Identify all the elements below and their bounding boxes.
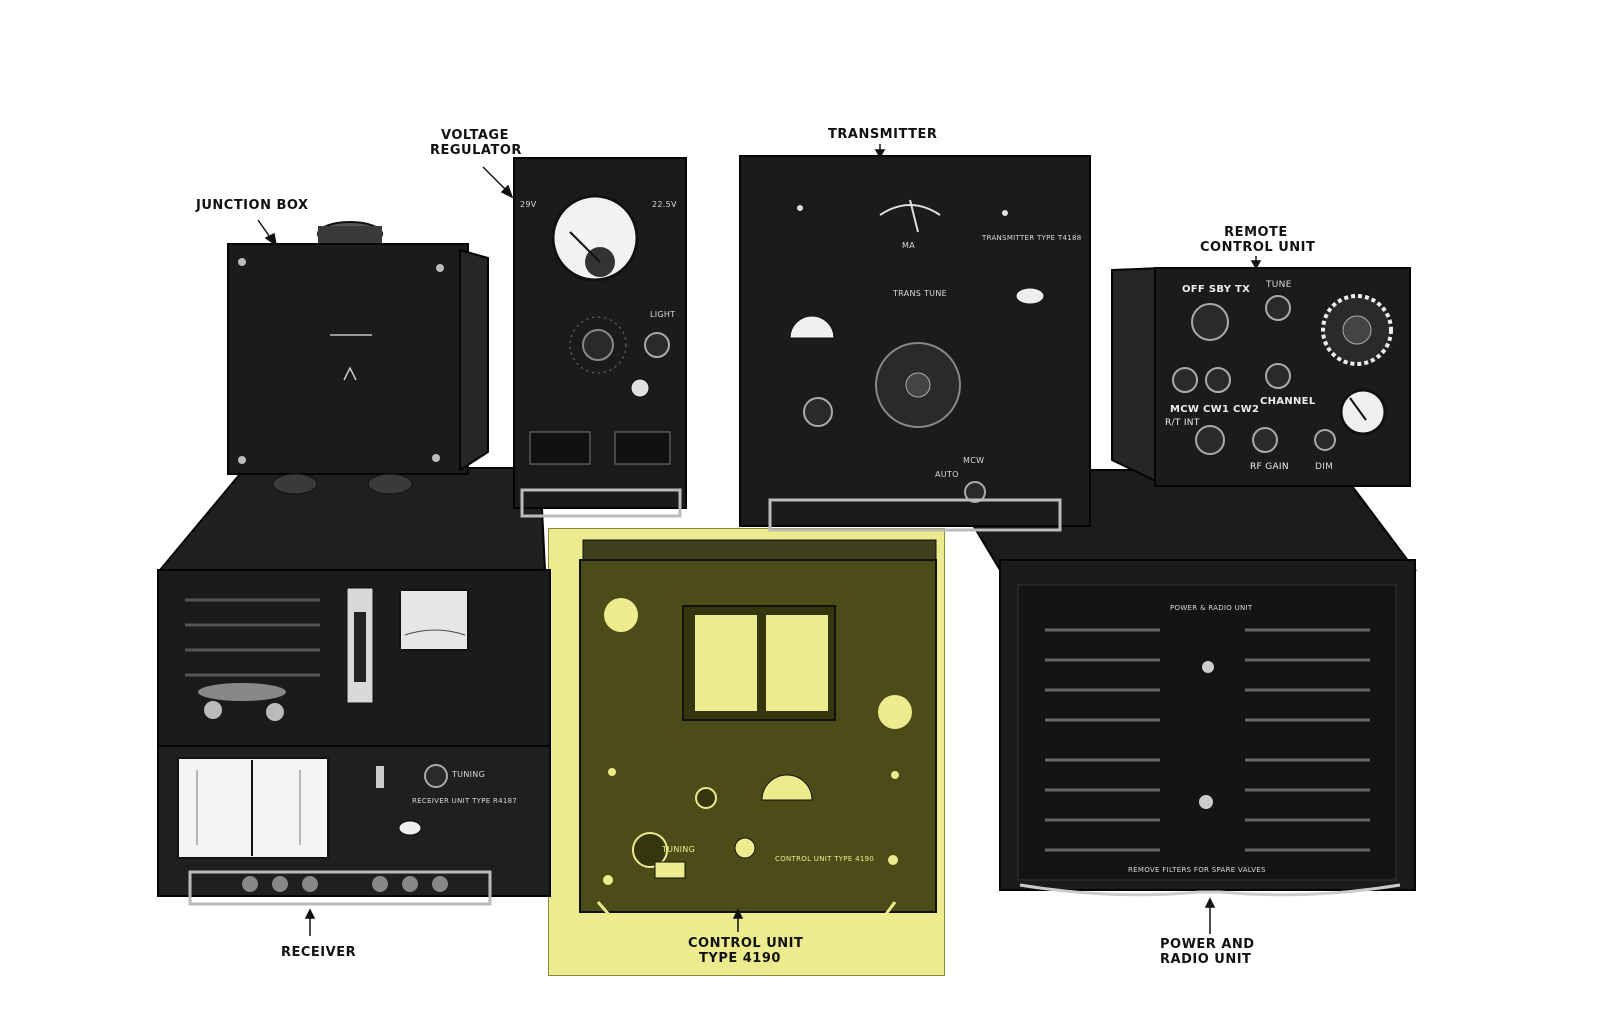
tx-trans-tune: TRANS TUNE (893, 289, 947, 298)
junction-box-unit (227, 221, 489, 495)
receiver-unit (157, 569, 551, 906)
tx-type: TRANSMITTER TYPE T4188 (982, 234, 1082, 242)
rc-tune: TUNE (1266, 280, 1292, 290)
chassis-tops (157, 467, 1417, 571)
tx-ma: MA (902, 241, 915, 250)
label-receiver: RECEIVER (281, 945, 357, 960)
label-control-unit: CONTROL UNIT TYPE 4190 (688, 936, 804, 966)
label-voltage-regulator: VOLTAGE REGULATOR (430, 128, 522, 158)
vr-right-voltage: 22.5V (652, 200, 677, 209)
rc-channel: CHANNEL (1260, 396, 1316, 407)
rc-off-sby-tx: OFF SBY TX (1182, 284, 1251, 295)
label-power-radio-unit: POWER AND RADIO UNIT (1160, 937, 1255, 967)
rc-rf-gain: RF GAIN (1250, 462, 1289, 472)
vr-left-voltage: 29V (520, 200, 537, 209)
voltage-regulator-unit (513, 157, 687, 518)
callout-arrows (257, 144, 1262, 936)
rc-mcw-cw1-cw2: MCW CW1 CW2 (1170, 404, 1260, 415)
label-transmitter: TRANSMITTER (828, 127, 938, 142)
pr-remove: REMOVE FILTERS FOR SPARE VALVES (1128, 866, 1266, 874)
label-remote-control-unit: REMOTE CONTROL UNIT (1200, 225, 1316, 255)
cu-type: CONTROL UNIT TYPE 4190 (775, 855, 875, 863)
label-junction-box: JUNCTION BOX (196, 198, 309, 213)
rx-tuning: TUNING (452, 770, 486, 779)
rc-rt-int: R/T INT (1165, 418, 1200, 428)
vr-light: LIGHT (650, 310, 676, 319)
cu-tuning: TUNING (662, 845, 696, 854)
rx-type: RECEIVER UNIT TYPE R4187 (412, 797, 518, 805)
transmitter-unit (739, 155, 1091, 532)
rc-dim: DIM (1315, 462, 1334, 472)
tx-mcw: MCW (963, 456, 985, 465)
remote-control-unit (1111, 266, 1411, 487)
pr-type: POWER & RADIO UNIT (1170, 604, 1253, 612)
tx-auto: AUTO (935, 470, 959, 479)
control-unit (579, 539, 937, 927)
power-radio-unit (999, 559, 1416, 897)
